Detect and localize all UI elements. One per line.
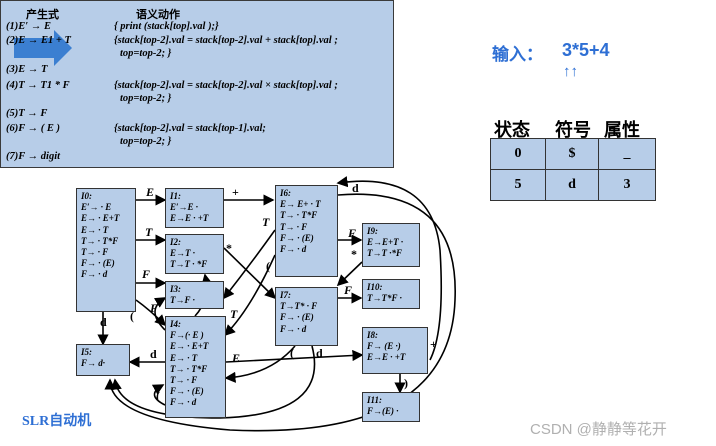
edge-i7-i4 (224, 345, 296, 383)
edge-label: ( (156, 389, 160, 403)
edge-i6-i4 (223, 254, 276, 337)
table-cell: 3 (598, 169, 656, 201)
state-i3: I3:T→F · (165, 281, 224, 309)
state-i1: I1:E′→E ·E→E · +T (165, 188, 224, 228)
edge-i4-i8 (225, 349, 364, 363)
production-header: 产生式 (26, 9, 59, 21)
edge-i9-i7 (336, 261, 363, 287)
production-row-3: (3)E → T (6, 64, 48, 75)
edge-label: F (343, 283, 352, 297)
edge-label: d (100, 315, 107, 329)
state-i8: I8:F→ (E ·)E→E · +T (362, 327, 428, 374)
input-label: 输入： (492, 45, 543, 64)
table-cell: 0 (490, 138, 546, 170)
action-header: 语义动作 (136, 9, 180, 21)
edge-label: + (232, 185, 239, 199)
edge-label: F (347, 226, 356, 240)
edge-label: d (150, 347, 157, 361)
production-row-5: (5)T → F (6, 108, 48, 119)
production-row-4: (4)T → T1 * F{stack[top-2].val = stack[t… (6, 80, 338, 104)
edge-label: ( (290, 346, 294, 360)
production-row-6: (6)F → ( E ){stack[top-2].val = stack[to… (6, 123, 266, 147)
edge-label: ( (130, 309, 134, 323)
table-header-state: 状态 (494, 120, 530, 140)
edge-i8-i6 (336, 176, 443, 361)
table-header-attr: 属性 (604, 120, 640, 140)
state-i5: I5:F→ d· (76, 344, 130, 376)
edge-label: ) (404, 376, 408, 390)
productions-panel: 产生式 语义动作 (1)E′ → E{ print (stack[top].va… (0, 0, 394, 168)
edge-label: ( (266, 259, 270, 273)
edge-label: F (141, 267, 150, 281)
input-pointer: ↑↑ (563, 64, 578, 80)
edge-i4-i3 (153, 297, 167, 331)
state-i11: I11:F→(E) · (362, 392, 420, 422)
edge-label: * (226, 241, 232, 255)
edge-i2-i7 (223, 247, 277, 300)
table-cell: 5 (490, 169, 546, 201)
edge-i0-i4 (135, 299, 167, 327)
production-row-1: (1)E′ → E{ print (stack[top].val );} (6, 21, 219, 32)
edge-label: d (316, 346, 323, 360)
edge-i6-i3 (223, 229, 276, 300)
state-i9: I9:E→E+T ·T→T ·*F (362, 223, 420, 267)
edge-label: T (145, 225, 153, 239)
production-row-7: (7)F → digit (6, 151, 61, 162)
edge-label: T (262, 215, 270, 229)
state-i10: I10:T→T*F · (362, 279, 420, 309)
edge-label: E (145, 185, 154, 199)
watermark: CSDN @静静等花开 (530, 421, 667, 438)
edge-label: E (231, 351, 240, 365)
edge-i4-self (151, 384, 166, 406)
edge-label: + (430, 337, 437, 351)
current-production-arrow (14, 30, 72, 66)
table-cell: d (545, 169, 599, 201)
edge-label: d (94, 413, 95, 415)
table-cell: _ (598, 138, 656, 170)
input-value: 3*5+4 (562, 40, 610, 60)
production-row-2: (2)E → E1 + T{stack[top-2].val = stack[t… (6, 35, 338, 59)
caption: SLR自动机 (22, 414, 92, 429)
table-header-symbol: 符号 (555, 120, 591, 140)
state-i2: I2:E→T ·T→T · *F (165, 234, 224, 274)
edge-label: d (352, 181, 359, 195)
edge-label: T (230, 307, 238, 321)
edge-label: F (149, 301, 158, 315)
edge-label: * (351, 247, 357, 261)
